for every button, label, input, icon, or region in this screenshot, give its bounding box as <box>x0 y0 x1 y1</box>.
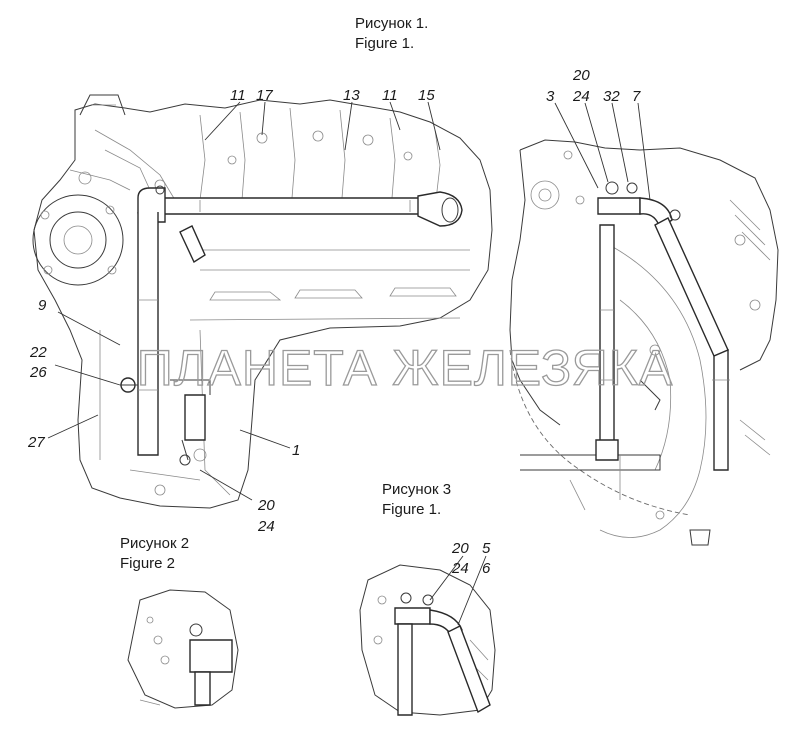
callout-24-fig3: 24 <box>451 560 469 577</box>
callout-24-right: 24 <box>572 88 590 105</box>
figure-1-pipe-assembly <box>120 185 463 466</box>
figure-3-caption-en: Figure 1. <box>382 501 441 518</box>
figure-1-caption-en: Figure 1. <box>355 35 414 52</box>
figure-1-right-pipe <box>595 181 730 471</box>
figure-3-caption-ru: Рисунок 3 <box>382 481 451 498</box>
callout-24-fig1: 24 <box>257 518 275 535</box>
callout-7: 7 <box>632 88 641 105</box>
callout-5: 5 <box>482 540 491 557</box>
callout-6: 6 <box>482 560 491 577</box>
callout-20-fig3: 20 <box>451 540 469 557</box>
callout-27: 27 <box>27 434 45 451</box>
figure-1-left-view <box>32 94 493 509</box>
figure-2-caption-ru: Рисунок 2 <box>120 535 189 552</box>
callout-15: 15 <box>418 87 435 104</box>
callout-11-right: 11 <box>382 87 398 104</box>
figure-2-caption-en: Figure 2 <box>120 555 175 572</box>
figure-1-caption-ru: Рисунок 1. <box>355 15 428 32</box>
callout-1: 1 <box>292 442 300 459</box>
callout-11-left: 11 <box>230 87 246 104</box>
figure-2-view <box>127 589 239 709</box>
callout-20-fig1: 20 <box>257 497 275 514</box>
callout-13: 13 <box>343 87 360 104</box>
callout-9: 9 <box>38 297 47 314</box>
figure-1-right-view <box>509 139 779 546</box>
callout-20-right: 20 <box>572 67 590 84</box>
callout-17: 17 <box>256 87 273 104</box>
callout-32: 32 <box>603 88 620 105</box>
watermark-text: ПЛАНЕТА ЖЕЛЕЗЯКА <box>137 340 673 396</box>
callout-26: 26 <box>29 364 47 381</box>
callout-3: 3 <box>546 88 555 105</box>
leader-lines <box>47 101 651 626</box>
callout-22: 22 <box>29 344 47 361</box>
figure-3-view <box>359 564 496 716</box>
